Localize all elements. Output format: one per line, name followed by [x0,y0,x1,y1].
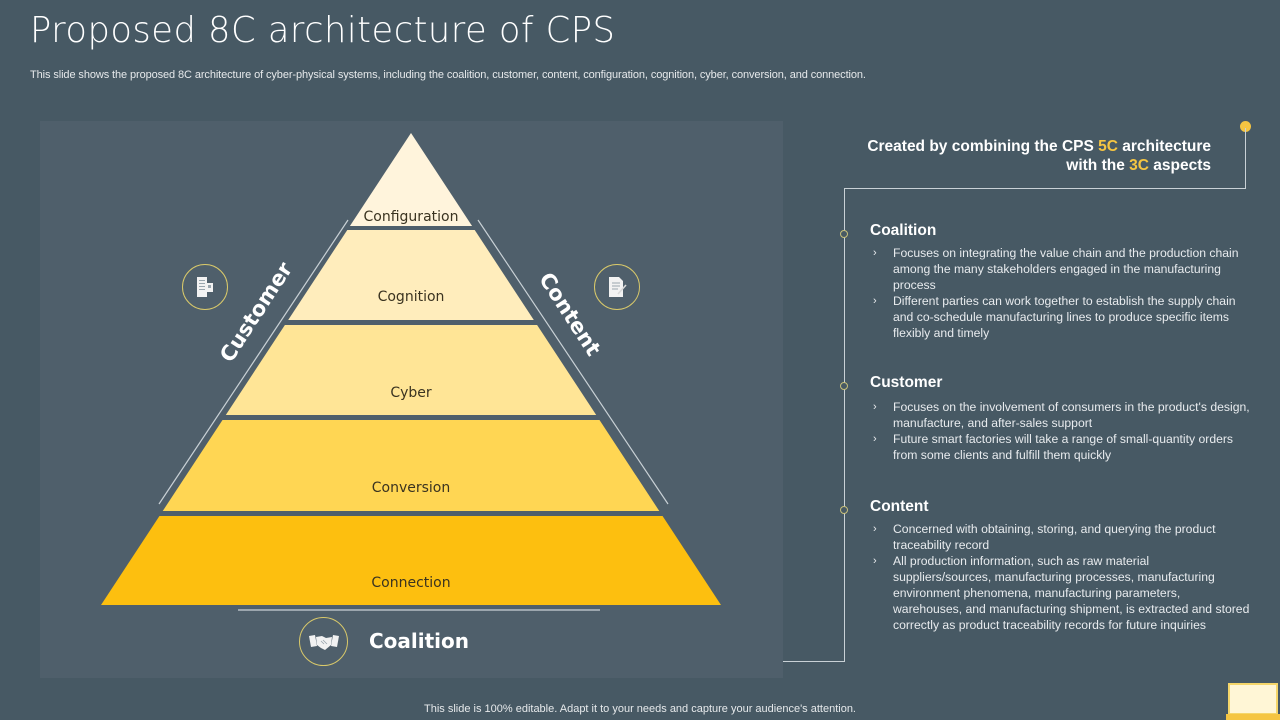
section-dot [840,230,848,238]
chevron-right-icon: › [873,523,877,535]
connector-line-horizontal-top [844,188,1246,189]
coalition-icon-circle [299,617,348,666]
pyramid-layer-label: Conversion [372,480,451,496]
bullet-list: ›Focuses on the involvement of consumers… [870,399,1250,463]
bullet-item: ›Focuses on the involvement of consumers… [873,400,1250,430]
coalition-label: Coalition [369,629,470,653]
customer-icon-circle [182,264,228,310]
bullet-list: ›Concerned with obtaining, storing, and … [870,521,1250,633]
page-subtitle: This slide shows the proposed 8C archite… [30,69,866,81]
page-title: Proposed 8C architecture of CPS [30,10,616,51]
pyramid-layer-label: Connection [371,575,450,591]
section-title: Content [870,498,929,515]
pyramid-layer-label: Configuration [364,209,459,225]
bullet-item: ›Different parties can work together to … [873,294,1236,340]
pyramid-layer-connection [101,516,721,605]
handshake-icon [308,634,339,650]
accent-5c: 5C [1098,138,1118,155]
pyramid-layer-label: Cognition [378,289,445,305]
document-pen-icon [609,277,627,297]
pyramid-layer-conversion [162,420,660,511]
bullet-item: ›All production information, such as raw… [873,554,1250,632]
connector-dot [1240,121,1251,132]
chevron-right-icon: › [873,433,877,445]
chevron-right-icon: › [873,247,877,259]
building-icon [197,277,213,297]
bullet-item: ›Focuses on integrating the value chain … [873,246,1239,292]
customer-guide-line [158,219,349,505]
section-title: Customer [870,374,943,391]
bullet-item: ›Concerned with obtaining, storing, and … [873,522,1216,552]
pyramid-layer-cyber [225,325,597,415]
content-icon-circle [594,264,640,310]
right-header: Created by combining the CPS 5C architec… [867,138,1211,174]
connector-line-vertical-top [1245,128,1246,189]
pyramid-layer-configuration [349,133,473,226]
bullet-list: ›Focuses on integrating the value chain … [870,245,1250,341]
laptop-icon [1226,683,1280,720]
connector-line-vertical-main [844,188,845,662]
section-dot [840,382,848,390]
connector-line-horizontal-bottom [783,661,845,662]
accent-3c: 3C [1129,157,1149,174]
chevron-right-icon: › [873,295,877,307]
section-dot [840,506,848,514]
chevron-right-icon: › [873,555,877,567]
content-guide-line [477,219,669,505]
bullet-item: ›Future smart factories will take a rang… [873,432,1234,462]
pyramid-layer-label: Cyber [390,385,432,401]
footer-note: This slide is 100% editable. Adapt it to… [424,703,856,715]
chevron-right-icon: › [873,401,877,413]
pyramid-layer-cognition [288,230,534,320]
section-title: Coalition [870,222,937,239]
